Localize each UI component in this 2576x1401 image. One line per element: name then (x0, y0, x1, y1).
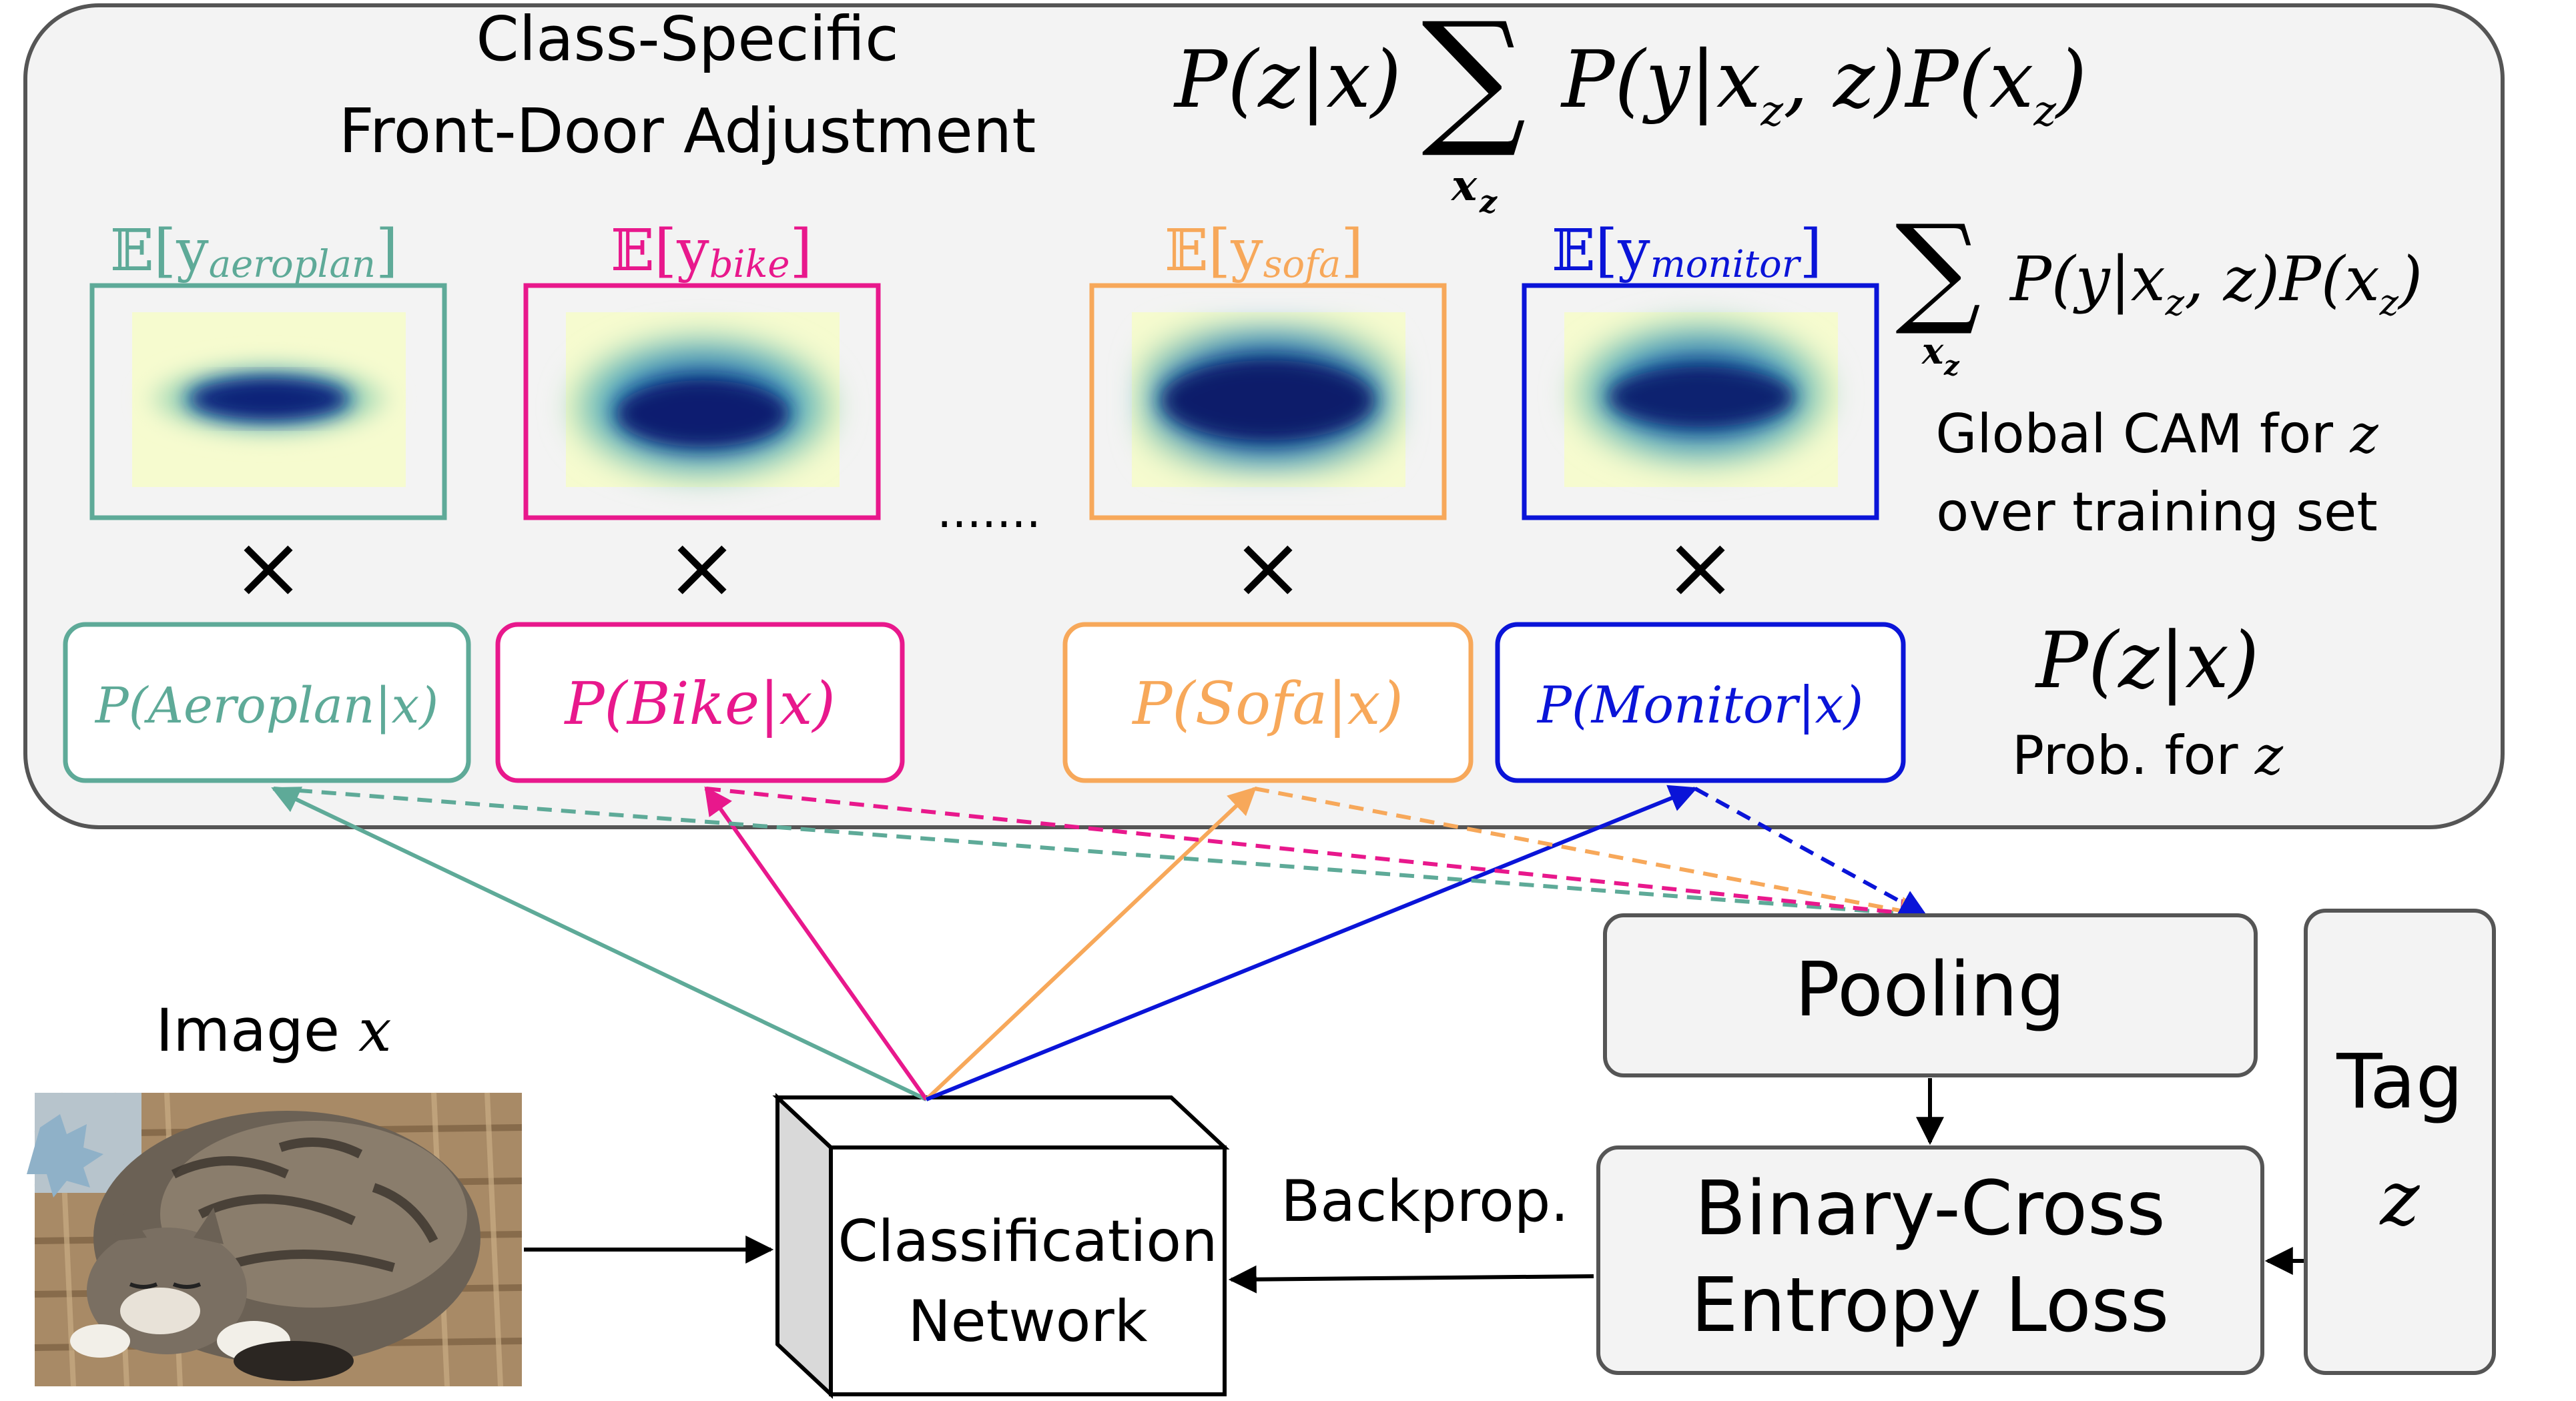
prob-for-z-label: Prob. for z (2012, 725, 2284, 787)
heatmap-frame-monitor (1522, 283, 1879, 520)
prob-label-monitor: P(Monitor|x) (1536, 675, 1863, 735)
arrow-network-to-sofa (924, 787, 1257, 1101)
svg-text:P(y|xz, z)P(xz): P(y|xz, z)P(xz) (1560, 33, 2087, 136)
svg-text:x: x (1450, 161, 1478, 211)
svg-text:z: z (1943, 350, 1960, 382)
class-sofa: 𝔼[ysofa] × P(Sofa|x) (1062, 217, 1474, 783)
loss-label-line1: Binary-Cross (1694, 1165, 2165, 1252)
dashed-aeroplane-to-pooling (273, 787, 1929, 928)
prob-box-monitor (1495, 622, 1906, 783)
class-bike: 𝔼[ybike] × P(Bike|x) (495, 217, 905, 783)
arrow-network-to-bike (704, 786, 928, 1101)
times-aeroplane: × (232, 516, 305, 618)
class-monitor: 𝔼[ymonitor] × P(Monitor|x) (1495, 217, 1906, 783)
global-cam-formula: ∑ x z P(y|xz, z)P(xz) (1895, 199, 2423, 382)
dashed-monitor-to-pooling (1694, 787, 1928, 917)
expect-label-sofa: 𝔼[ysofa] (1165, 217, 1363, 286)
heatmap-monitor (1564, 312, 1838, 487)
prob-label-bike: P(Bike|x) (563, 669, 835, 738)
tag-variable: z (2378, 1155, 2420, 1242)
svg-text:P(y|xz, z)P(xz): P(y|xz, z)P(xz) (2009, 244, 2423, 324)
backprop-label: Backprop. (1281, 1168, 1568, 1235)
dashed-bike-to-pooling (705, 787, 1929, 927)
pooling-box (1603, 913, 2258, 1077)
svg-text:z: z (1479, 183, 1498, 219)
prob-label-sofa: P(Sofa|x) (1131, 669, 1403, 738)
arrow-network-to-monitor (925, 785, 1698, 1101)
times-monitor: × (1664, 516, 1737, 618)
heatmap-frame-sofa (1089, 283, 1447, 520)
panel-title-line1: Class-Specific (476, 3, 898, 75)
heatmap-sofa (1132, 312, 1405, 487)
times-sofa: × (1232, 516, 1305, 618)
expect-label-bike: 𝔼[ybike] (611, 217, 812, 286)
svg-text:P(z|x): P(z|x) (1173, 33, 1401, 125)
dashed-sofa-to-pooling (1254, 787, 1929, 925)
image-label: Image x (155, 996, 391, 1065)
loss-box (1596, 1145, 2264, 1375)
cat-image (27, 1092, 523, 1387)
tag-box (2304, 909, 2496, 1375)
class-aeroplane: 𝔼[yaeroplan] × P(Aeroplan|x) (63, 217, 471, 783)
network-label-line1: Classification (838, 1208, 1217, 1275)
prob-box-sofa (1062, 622, 1474, 783)
loss-label-line2: Entropy Loss (1691, 1262, 2169, 1349)
pooling-label: Pooling (1795, 947, 2065, 1033)
tag-label: Tag (2336, 1039, 2463, 1125)
svg-text:∑: ∑ (1895, 199, 1981, 339)
prob-label-aeroplane: P(Aeroplan|x) (94, 677, 438, 735)
expect-label-aeroplane: 𝔼[yaeroplan] (110, 217, 398, 286)
global-cam-line1: Global CAM for z (1935, 403, 2378, 465)
prob-box-bike (495, 622, 905, 783)
arrow-backprop (1228, 1265, 1594, 1294)
times-bike: × (666, 516, 739, 618)
heatmap-frame-aeroplane (89, 283, 447, 520)
prob-box-aeroplane (63, 622, 471, 783)
svg-text:∑: ∑ (1421, 0, 1526, 161)
expect-label-monitor: 𝔼[ymonitor] (1552, 217, 1822, 286)
global-cam-line2: over training set (1936, 481, 2377, 543)
panel-title-line2: Front-Door Adjustment (339, 95, 1036, 167)
heatmap-bike (566, 312, 840, 487)
main-formula: P(z|x) ∑ x z P(y|xz, z)P(xz) (1173, 0, 2087, 219)
heatmap-aeroplane (132, 312, 406, 487)
svg-text:x: x (1921, 330, 1944, 372)
heatmap-frame-bike (523, 283, 881, 520)
prob-formula: P(z|x) (2035, 616, 2259, 706)
classification-network: Classification Network (772, 1093, 1230, 1399)
arrow-network-to-aeroplane (271, 787, 928, 1101)
network-label-line2: Network (908, 1288, 1147, 1355)
ellipsis-dots: ....... (937, 484, 1041, 538)
